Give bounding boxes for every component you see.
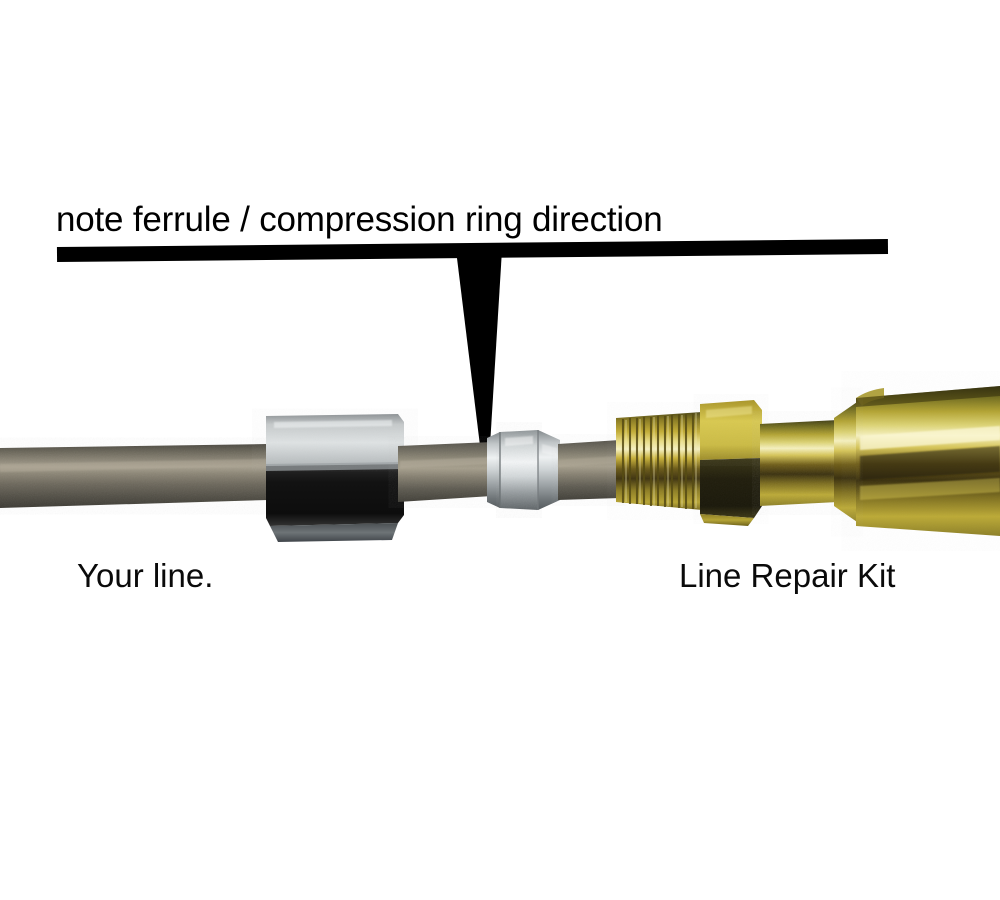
line-repair-kit-photo [0, 386, 1000, 542]
label-line-repair-kit: Line Repair Kit [679, 557, 896, 594]
threaded-fitting [616, 412, 702, 510]
hex-nut-left [266, 414, 404, 542]
fitting-shank [760, 420, 838, 506]
annotation-caption: note ferrule / compression ring directio… [56, 200, 663, 239]
downward-pointer-arrow-icon [456, 250, 502, 462]
steel-brake-line-left [0, 444, 268, 508]
hex-nut-right [700, 400, 762, 526]
label-your-line: Your line. [77, 557, 214, 594]
fitting-barrel [834, 386, 1000, 536]
ferrule-compression-ring [487, 430, 560, 510]
steel-brake-line-right [558, 440, 620, 500]
steel-brake-line-mid [398, 442, 492, 502]
